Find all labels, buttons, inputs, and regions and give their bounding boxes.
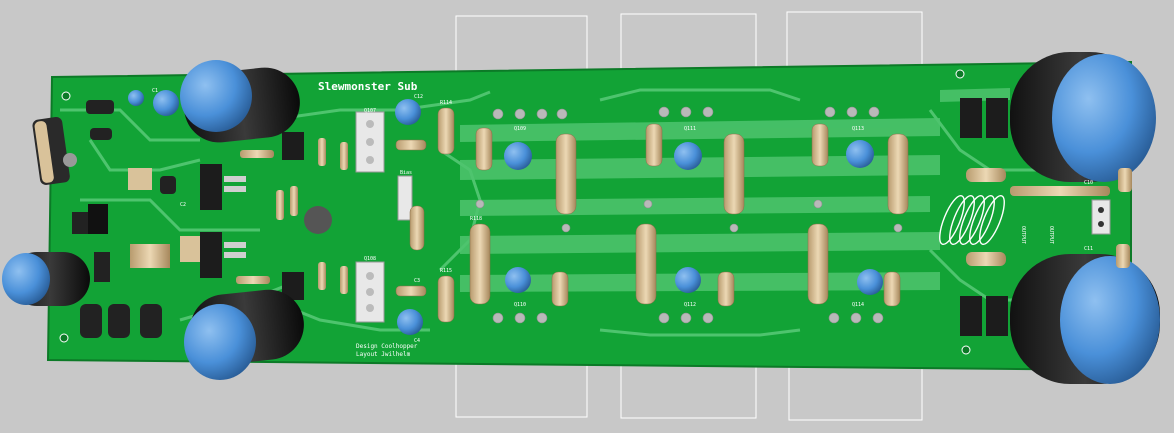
label-q113: Q113 bbox=[852, 126, 864, 132]
label-q110: Q110 bbox=[514, 302, 526, 308]
label-c3: C3 bbox=[414, 278, 420, 284]
bulk-capacitors bbox=[2, 52, 1160, 384]
label-q108: Q108 bbox=[364, 256, 376, 262]
label-c10: C10 bbox=[1084, 180, 1093, 186]
design-credit: Design Coolhopper bbox=[356, 343, 418, 350]
left-section-parts bbox=[32, 90, 348, 338]
label-c12: C12 bbox=[414, 94, 423, 100]
output-transistors bbox=[395, 99, 883, 335]
power-resistors bbox=[395, 107, 909, 323]
label-c1: C1 bbox=[152, 88, 158, 94]
label-c4: C4 bbox=[414, 338, 420, 344]
label-r114: R114 bbox=[440, 100, 452, 106]
pads bbox=[475, 106, 903, 324]
mounting-holes bbox=[59, 69, 971, 355]
label-output-a: OUTPUT bbox=[1020, 226, 1026, 244]
board-title: Slewmonster Sub bbox=[318, 80, 418, 93]
label-r118: R118 bbox=[470, 216, 482, 222]
label-c11: C11 bbox=[1084, 246, 1093, 252]
label-c2: C2 bbox=[180, 202, 186, 208]
label-r115: R115 bbox=[440, 268, 452, 274]
transistor-mounts-left bbox=[355, 111, 413, 323]
label-q114: Q114 bbox=[852, 302, 864, 308]
label-q109: Q109 bbox=[514, 126, 526, 132]
layout-credit: Layout Jwilhelm bbox=[356, 351, 411, 358]
label-output-b: OUTPUT bbox=[1048, 226, 1054, 244]
output-section bbox=[939, 98, 1132, 336]
label-bias: Bias bbox=[400, 170, 412, 176]
label-q107: Q107 bbox=[364, 108, 376, 114]
label-q111: Q111 bbox=[684, 126, 696, 132]
label-q112: Q112 bbox=[684, 302, 696, 308]
